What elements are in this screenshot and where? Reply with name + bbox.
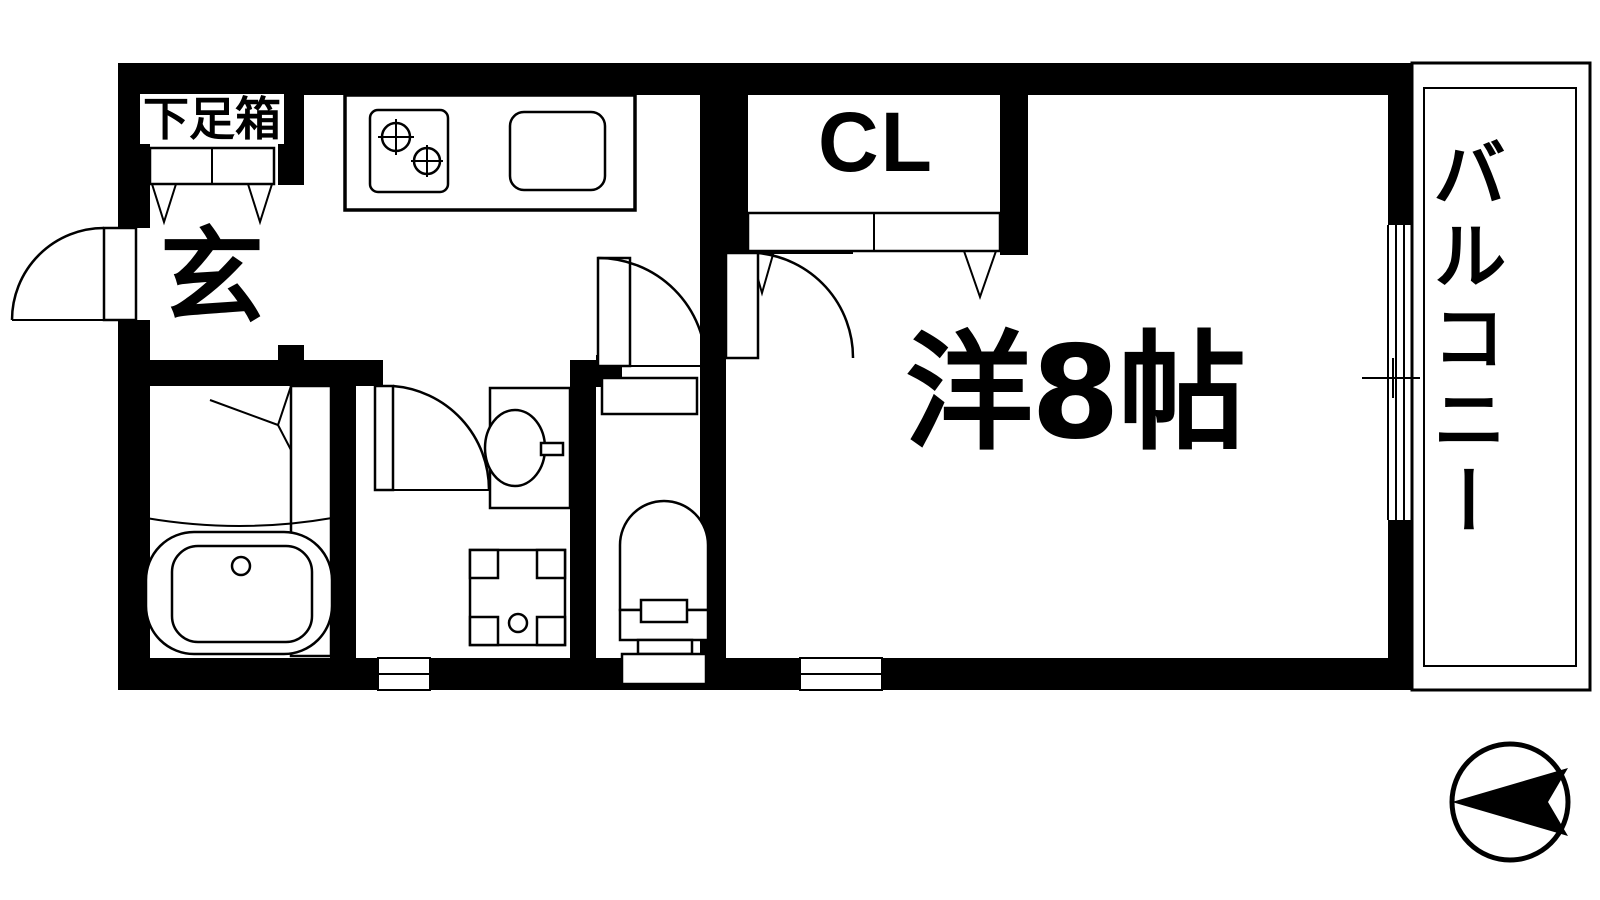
wall-washroom-right bbox=[570, 385, 596, 670]
bathtub-drain bbox=[230, 555, 252, 577]
bathroom bbox=[144, 384, 334, 658]
washroom-door-swing-arc bbox=[392, 384, 491, 491]
balcony-inner bbox=[1423, 87, 1577, 667]
balcony-sliding-door[interactable] bbox=[1362, 225, 1420, 520]
shoe-box-label: 下足箱 bbox=[140, 94, 284, 144]
window-south-b bbox=[799, 657, 883, 691]
pan-corner-tl bbox=[468, 548, 500, 580]
balcony-outline bbox=[1410, 61, 1592, 692]
main-room-label: 洋8帖 bbox=[905, 319, 1246, 468]
washroom-door[interactable] bbox=[373, 384, 491, 492]
window-south-a bbox=[377, 657, 431, 691]
balcony-label: バルコニー bbox=[1420, 135, 1506, 545]
bathtub-apron bbox=[145, 517, 333, 527]
washroom-door-leaf bbox=[373, 384, 395, 492]
gas-burner-large bbox=[378, 119, 414, 155]
closet-door-mark-right bbox=[962, 250, 998, 301]
wall-kitchen-right bbox=[700, 63, 726, 363]
entrance-door[interactable] bbox=[10, 226, 150, 322]
toilet-seat-gap bbox=[639, 598, 689, 624]
bathtub bbox=[144, 530, 334, 656]
toilet-tank bbox=[620, 652, 708, 686]
bath-door-fold-mark bbox=[276, 385, 292, 451]
shoe-cabinet bbox=[148, 146, 276, 226]
closet-label: CL bbox=[818, 95, 934, 189]
bath-door-fold-line bbox=[209, 399, 279, 426]
washing-machine-pan bbox=[468, 548, 567, 647]
wall-top bbox=[118, 63, 1410, 95]
wall-bath-right-upper bbox=[330, 377, 356, 522]
shoe-cabinet-door-mark-left bbox=[150, 183, 178, 226]
toilet bbox=[600, 376, 710, 686]
hall-door[interactable] bbox=[596, 256, 708, 368]
room-door-swing-arc bbox=[757, 251, 855, 359]
kitchen-sink bbox=[508, 110, 607, 192]
wall-cl-left bbox=[726, 95, 748, 255]
room-door[interactable] bbox=[724, 251, 855, 360]
pan-corner-tr bbox=[535, 548, 567, 580]
closet-shelf bbox=[746, 211, 1002, 301]
pan-drain bbox=[507, 612, 529, 634]
compass-needle bbox=[1452, 768, 1568, 836]
pan-corner-bl bbox=[468, 615, 500, 647]
washroom bbox=[373, 384, 572, 647]
kitchen-counter bbox=[343, 93, 637, 212]
gas-burner-small bbox=[411, 145, 443, 177]
toilet-connector bbox=[636, 638, 694, 656]
hall-door-swing-arc bbox=[597, 256, 708, 367]
wall-cl-right bbox=[1000, 95, 1028, 255]
wall-bottom bbox=[118, 658, 1410, 690]
entrance-door-leaf bbox=[102, 226, 138, 322]
wall-bath-right-lower bbox=[330, 510, 356, 670]
room-door-leaf bbox=[724, 251, 760, 360]
wash-basin bbox=[483, 408, 547, 488]
compass-rose bbox=[1449, 741, 1571, 863]
entrance-label: 玄 bbox=[160, 216, 265, 338]
hall-door-leaf bbox=[596, 256, 632, 368]
toilet-bowl bbox=[618, 499, 710, 612]
entrance-door-swing-arc bbox=[10, 226, 105, 321]
balcony-outer bbox=[1410, 61, 1592, 692]
shoe-cabinet-door-mark-right bbox=[246, 183, 274, 226]
pan-corner-br bbox=[535, 615, 567, 647]
toilet-cistern-top bbox=[600, 376, 699, 416]
faucet-icon bbox=[539, 441, 565, 457]
bathtub-inner bbox=[170, 544, 314, 644]
